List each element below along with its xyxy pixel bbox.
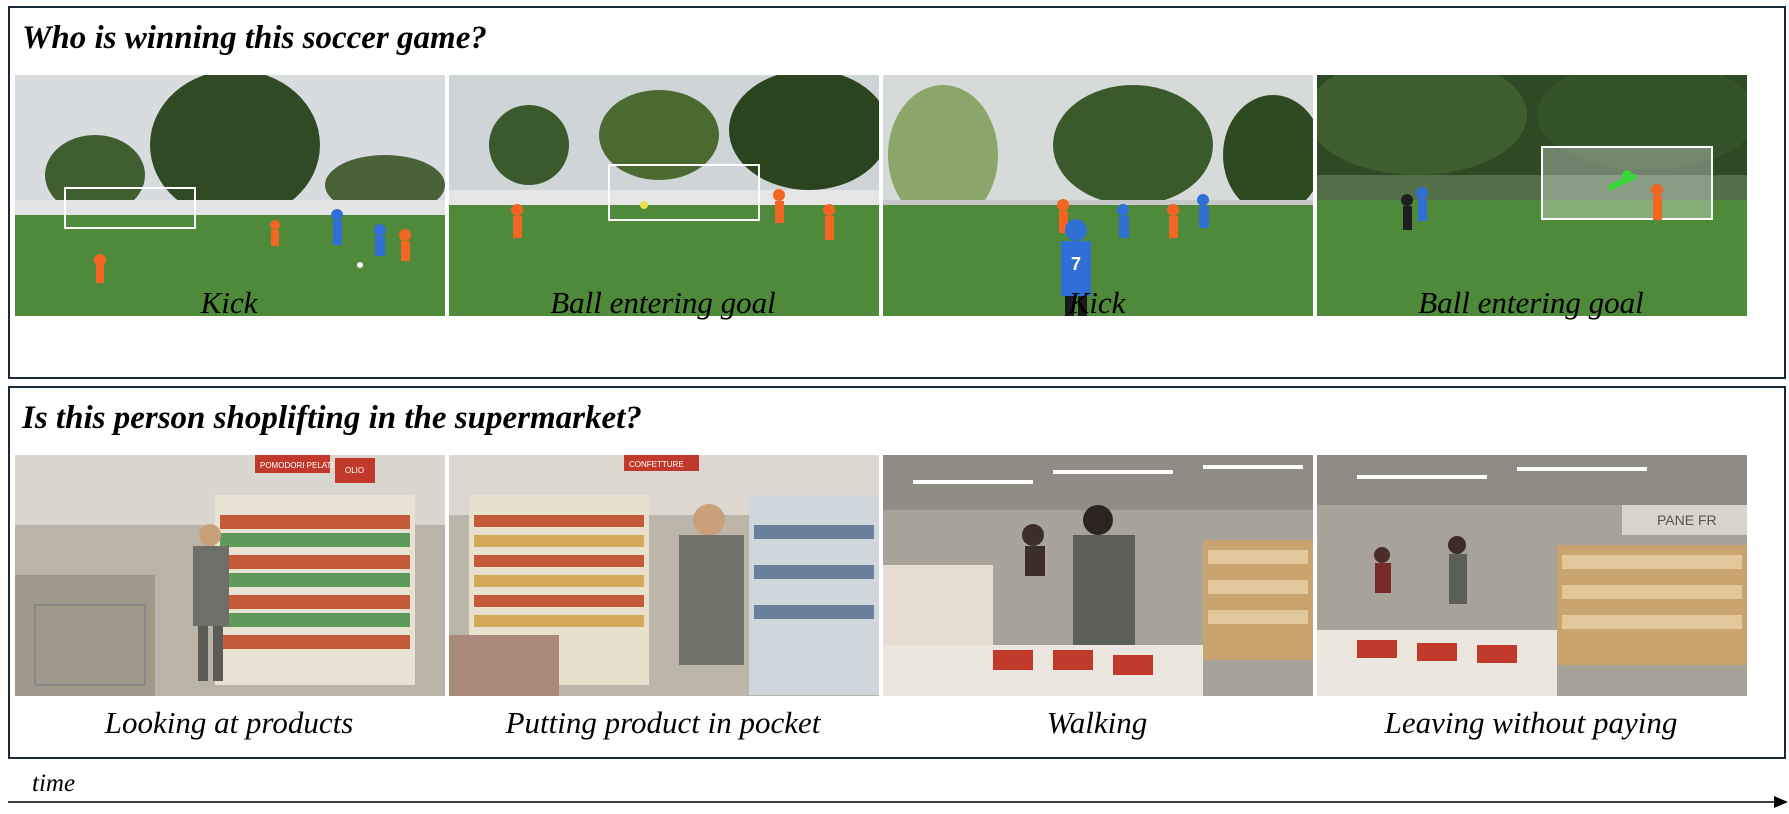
shop-frame-4: PANE FR	[1317, 455, 1747, 696]
soccer-frames: 7	[8, 6, 1786, 379]
soccer-caption-2: Ball entering goal	[550, 285, 776, 320]
soccer-frame-4	[1317, 75, 1747, 316]
aisle-sign-1: POMODORI PELATI	[260, 461, 334, 470]
time-axis-arrow	[8, 796, 1788, 808]
soccer-caption-3: Kick	[1068, 285, 1126, 320]
soccer-caption-1: Kick	[200, 285, 258, 320]
shop-frame-2-image: CONFETTURE	[449, 455, 879, 696]
soccer-frame-4-image	[1317, 75, 1747, 316]
jersey-number: 7	[1071, 254, 1081, 274]
time-axis-label: time	[32, 770, 76, 797]
soccer-frame-1	[15, 75, 445, 316]
shop-frame-3	[883, 455, 1313, 696]
shop-frame-3-image	[883, 455, 1313, 696]
soccer-frame-1-image	[15, 75, 445, 316]
soccer-frame-2-image	[449, 75, 879, 316]
shop-frame-4-image: PANE FR	[1317, 455, 1747, 696]
shoplifting-question: Is this person shoplifting in the superm…	[22, 400, 642, 436]
soccer-frame-3-image: 7	[883, 75, 1313, 316]
shop-caption-2: Putting product in pocket	[505, 705, 821, 740]
shop-caption-1: Looking at products	[104, 705, 354, 740]
soccer-frame-3: 7	[883, 75, 1313, 316]
shop-frame-2: CONFETTURE	[449, 455, 879, 696]
aisle-sign-2: OLIO	[345, 466, 364, 475]
soccer-frame-2	[449, 75, 879, 316]
shop-caption-3: Walking	[1046, 705, 1148, 740]
shop-caption-4: Leaving without paying	[1384, 705, 1678, 740]
shop-frame-1-image: POMODORI PELATI OLIO	[15, 455, 445, 696]
soccer-caption-4: Ball entering goal	[1418, 285, 1644, 320]
bakery-sign: PANE FR	[1657, 512, 1717, 528]
soccer-question: Who is winning this soccer game?	[22, 20, 487, 56]
shop-frame-1: POMODORI PELATI OLIO	[15, 455, 445, 696]
aisle-sign-3: CONFETTURE	[629, 460, 684, 469]
shoplifting-frames: POMODORI PELATI OLIO CONFETTURE	[8, 386, 1786, 759]
